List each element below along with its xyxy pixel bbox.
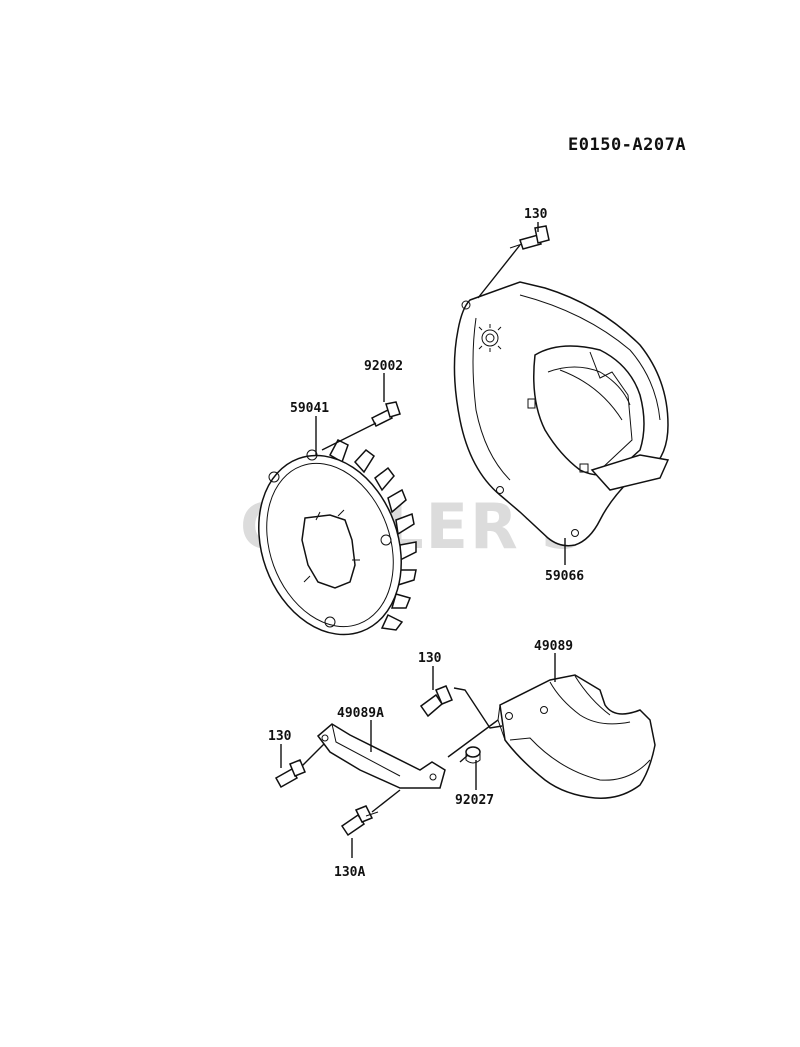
label-59041: 59041 xyxy=(290,401,329,416)
spacer-92027 xyxy=(465,746,481,764)
label-bolt-130-top: 130 xyxy=(524,207,548,222)
leader-lines xyxy=(280,222,566,858)
bolt-130-top xyxy=(509,225,550,250)
bolt-130-left xyxy=(274,759,306,789)
label-92002: 92002 xyxy=(364,359,403,374)
label-49089: 49089 xyxy=(534,639,573,654)
label-130A: 130A xyxy=(334,865,365,880)
label-92027: 92027 xyxy=(455,793,494,808)
diagram-code: E0150-A207A xyxy=(568,135,686,155)
bolt-92002 xyxy=(370,401,401,428)
label-59066: 59066 xyxy=(545,569,584,584)
cover-part xyxy=(497,674,656,799)
bolt-130-mid xyxy=(419,685,453,718)
bolt-130A xyxy=(340,805,379,837)
fan-housing-part xyxy=(453,281,670,547)
label-bolt-130-mid: 130 xyxy=(418,651,442,666)
label-49089A: 49089A xyxy=(337,706,384,721)
cooling-fan-part xyxy=(258,439,417,636)
label-bolt-130-left: 130 xyxy=(268,729,292,744)
bracket-part xyxy=(316,723,446,789)
